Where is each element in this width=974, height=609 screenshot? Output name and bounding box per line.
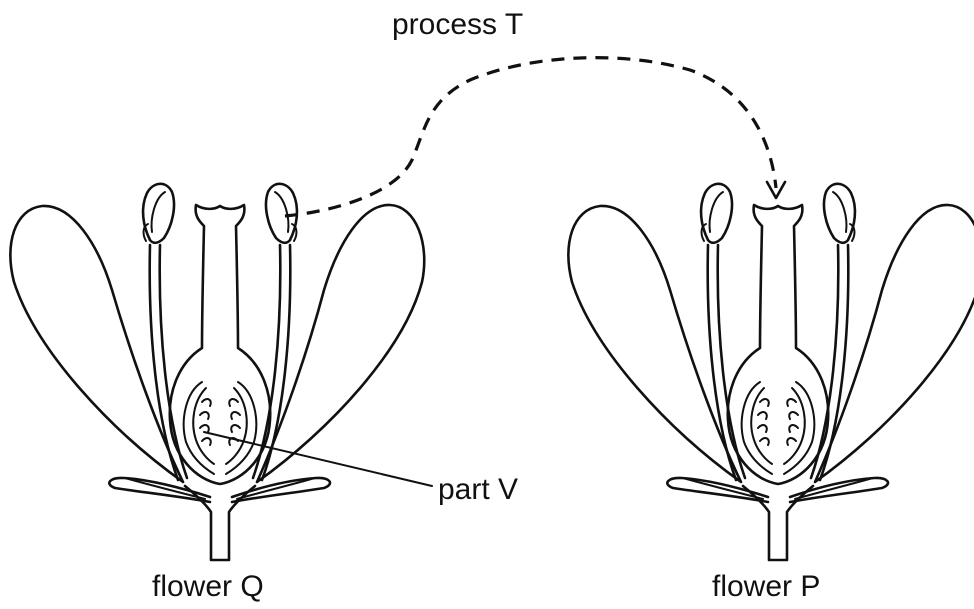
flower-p-label: flower P	[712, 570, 820, 603]
process-label: process T	[392, 8, 523, 41]
part-label: part V	[438, 473, 518, 506]
flower-p	[568, 184, 974, 560]
flower-q	[10, 184, 424, 560]
process-arrow	[285, 58, 776, 216]
flower-q-label: flower Q	[152, 570, 264, 603]
